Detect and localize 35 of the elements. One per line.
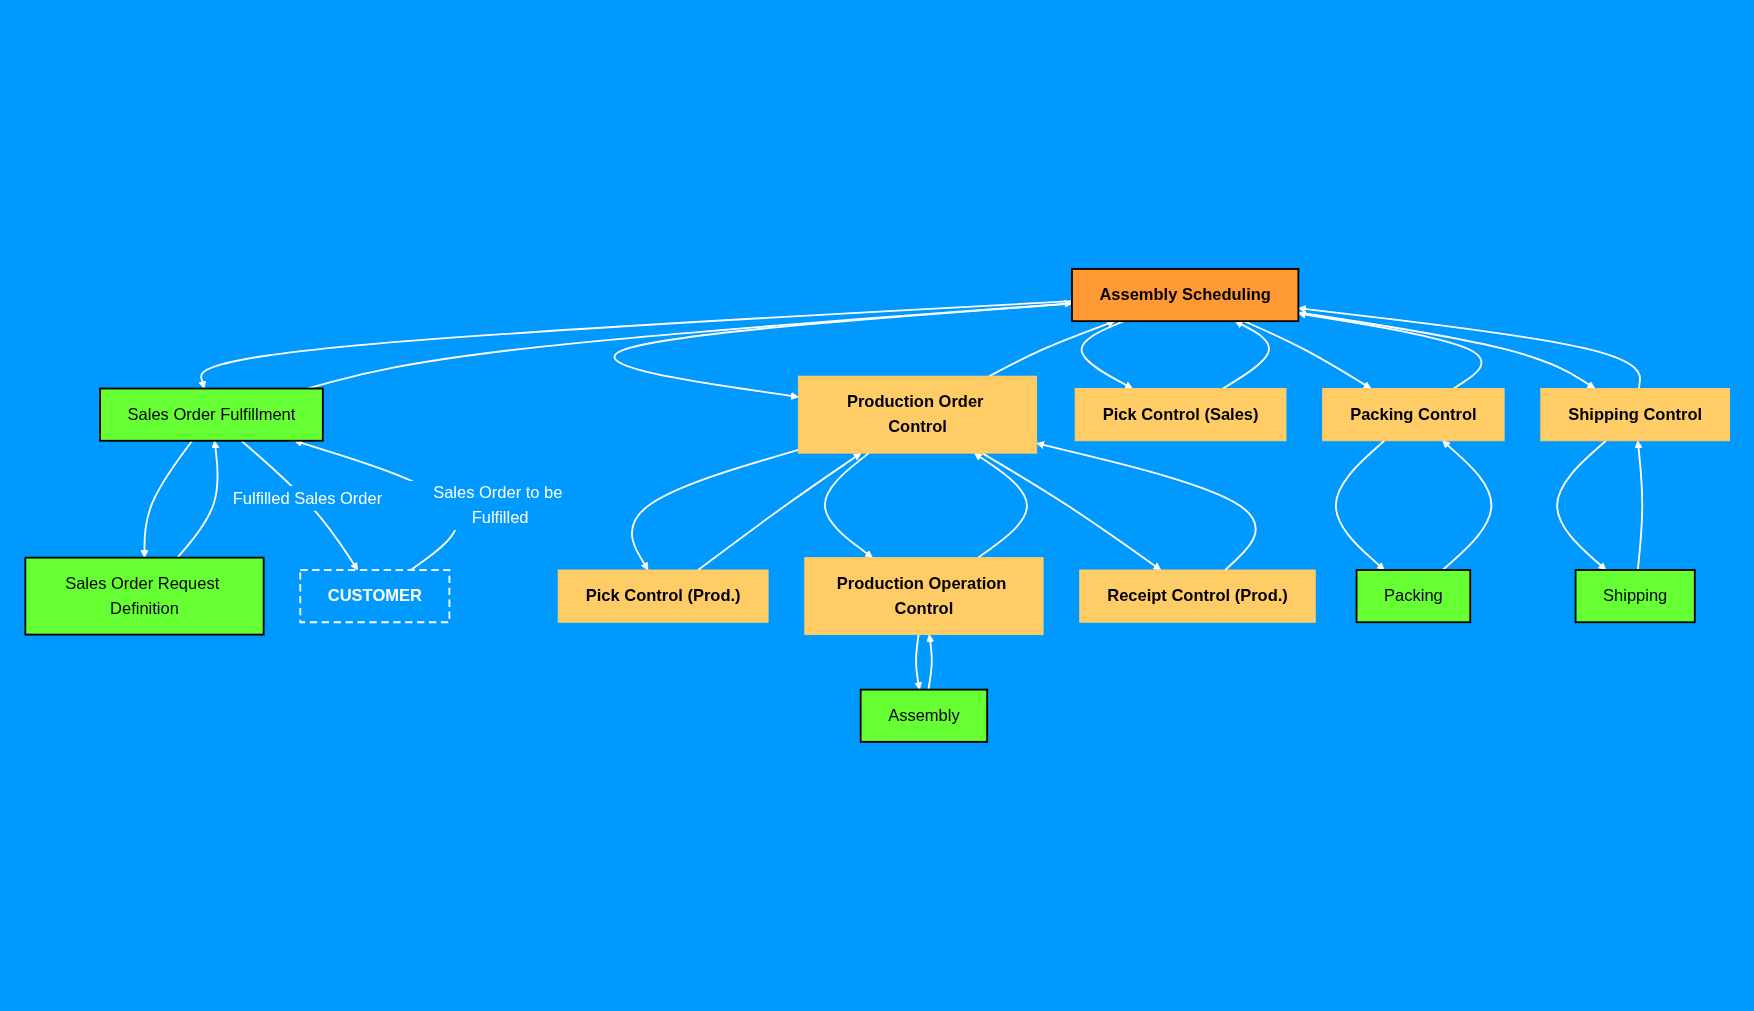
node-box: Sales Order Request Definition	[23, 556, 265, 636]
node-box: Receipt Control (Prod.)	[1078, 569, 1316, 623]
node-box: Packing Control	[1321, 388, 1505, 442]
arrow	[1297, 311, 1595, 389]
arrow	[1080, 320, 1133, 389]
node-box: CUSTOMER	[298, 569, 450, 624]
arrow	[1555, 439, 1607, 571]
node-box: Pick Control (Prod.)	[557, 569, 769, 623]
arrow	[140, 439, 193, 559]
arrow	[925, 634, 934, 691]
arrow	[1297, 305, 1641, 390]
arrow	[973, 452, 1028, 559]
arrow	[988, 320, 1115, 378]
node-box: Sales Order Fulfillment	[98, 387, 324, 442]
edge-label: Fulfilled Sales Order	[232, 488, 382, 508]
arrow	[1634, 440, 1643, 572]
arrow	[1334, 439, 1385, 571]
arrow	[1221, 320, 1270, 390]
arrow	[823, 452, 873, 559]
node-box: Production Order Control	[797, 375, 1037, 454]
arrow	[696, 452, 861, 572]
arrow	[980, 452, 1161, 571]
node-box: Assembly Scheduling	[1070, 268, 1299, 323]
arrow	[630, 449, 799, 571]
node-box: Shipping Control	[1539, 388, 1730, 442]
node-box: Assembly	[859, 688, 988, 743]
edge-label: Sales Order to be Fulfilled	[432, 483, 562, 527]
arrow	[176, 440, 219, 559]
node-box: Production Operation Control	[803, 557, 1044, 636]
node-box: Pick Control (Sales)	[1074, 388, 1286, 442]
node-box: Shipping	[1574, 569, 1696, 624]
node-box: Packing	[1355, 569, 1471, 624]
arrow	[1035, 441, 1257, 572]
arrow	[913, 633, 922, 691]
arrow	[1441, 440, 1492, 572]
